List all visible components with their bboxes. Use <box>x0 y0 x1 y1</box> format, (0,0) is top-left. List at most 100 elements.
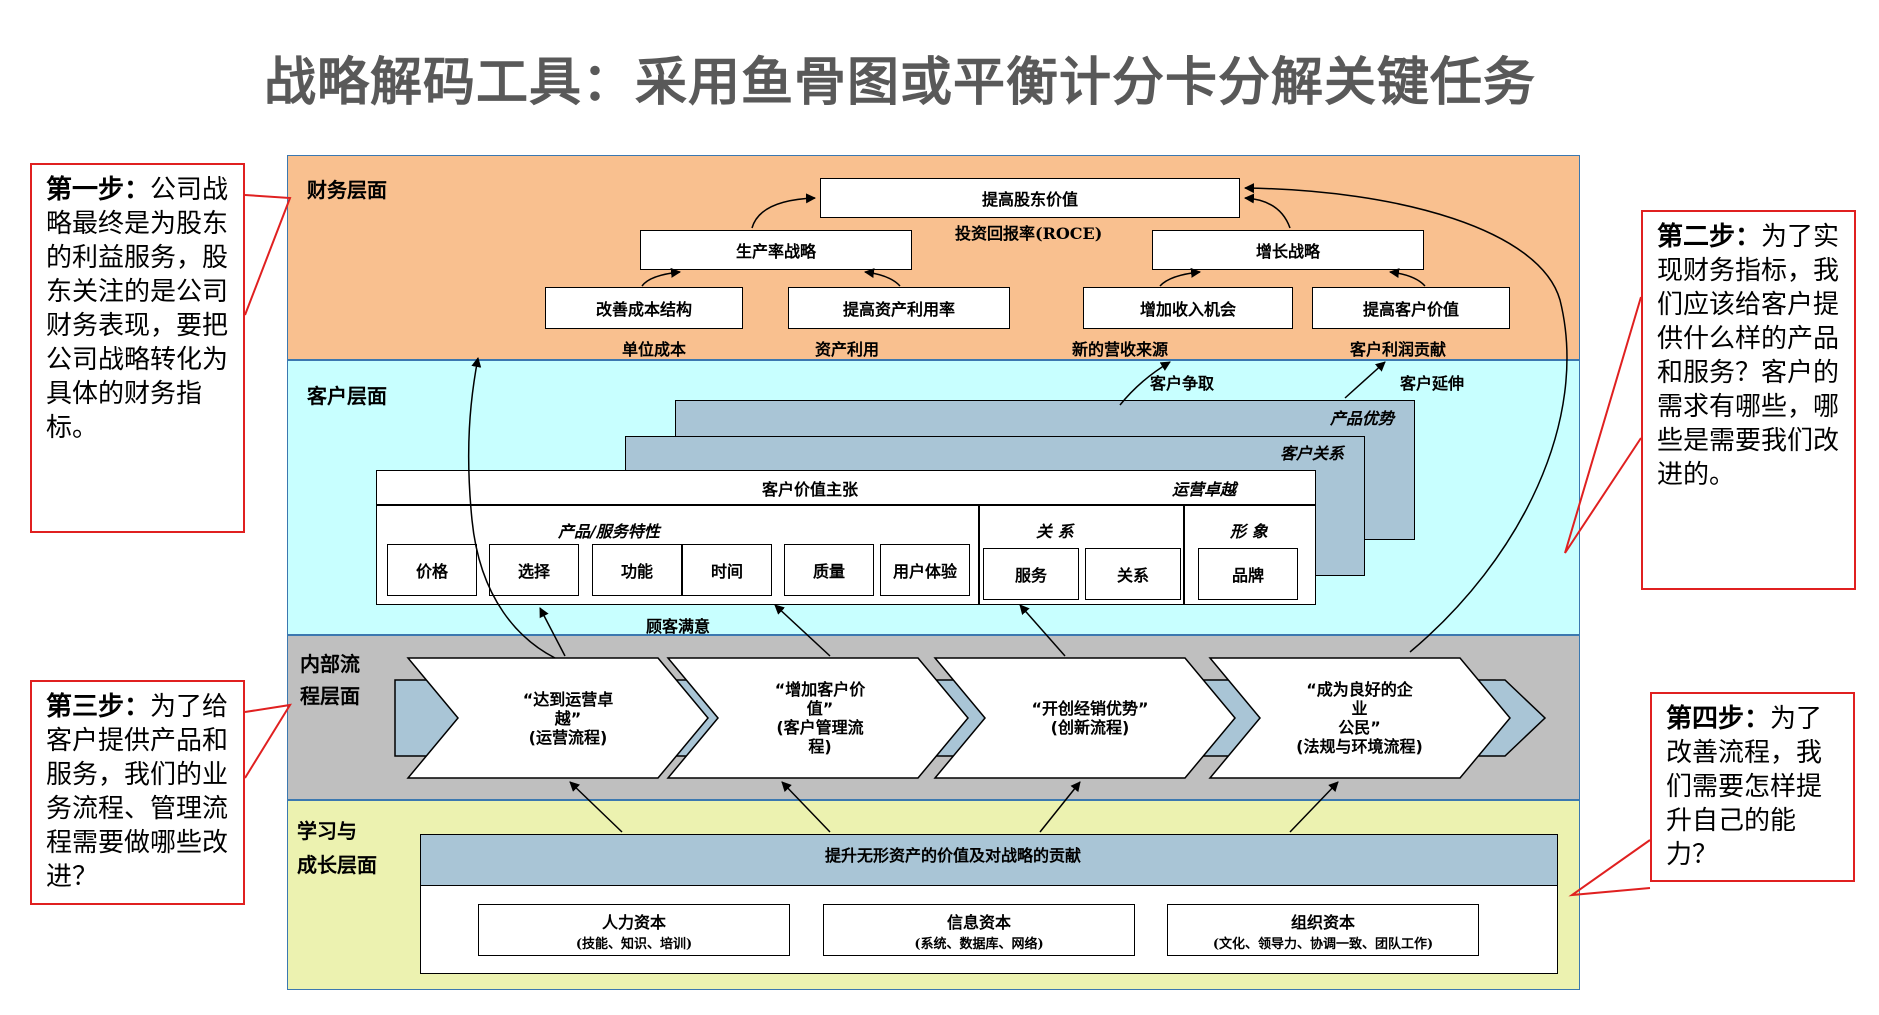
arrow-ch1-to-choice <box>539 607 566 657</box>
ch2-line3: (客户管理流 <box>776 718 864 737</box>
step4-head: 第四步： <box>1666 704 1771 734</box>
step1-text: 公司战略最终是为股东的利益服务，股东关注的是公司财务表现，要把公司战略转化为具体… <box>46 175 229 443</box>
profit-label: 客户利润贡献 <box>1350 340 1447 359</box>
chevron-4-caption: “成为良好的企 业 公民” (法规与环境流程) <box>1262 668 1457 768</box>
arrow-ch3-to-service <box>1019 604 1066 657</box>
step1-note: 第一步：公司战略最终是为股东的利益服务，股东关注的是公司财务表现，要把公司战略转… <box>30 163 245 533</box>
extend-label: 客户延伸 <box>1400 374 1465 393</box>
cust-value-box: 提高客户价值 <box>1312 287 1510 329</box>
revenue-box: 增加收入机会 <box>1083 287 1293 329</box>
arrow-prod-to-goal <box>751 193 816 229</box>
relation-label: 关 系 <box>1036 522 1074 541</box>
attr-choice: 选择 <box>489 544 579 596</box>
ch2-line4: 程) <box>808 737 832 756</box>
arrow-asset-to-prod <box>864 268 901 287</box>
learning-layer-label-2: 成长层面 <box>297 853 377 877</box>
attr-price: 价格 <box>387 544 477 596</box>
chevron-1 <box>406 657 709 779</box>
acquire-label: 客户争取 <box>1150 374 1215 393</box>
arrow-learn-to-ch2 <box>781 781 831 833</box>
note1-pointer <box>244 194 292 316</box>
arrow-citizen-to-finance <box>1244 183 1568 653</box>
value-prop-vline-1 <box>978 504 980 605</box>
ch1-line2: 越” <box>554 708 582 728</box>
step3-text: 为了给客户提供产品和服务，我们的业务流程、管理流程需要做哪些改进？ <box>46 692 229 892</box>
info-capital-box: 信息资本 (系统、数据库、网络) <box>823 904 1135 956</box>
step3-note: 第三步：为了给客户提供产品和服务，我们的业务流程、管理流程需要做哪些改进？ <box>30 680 245 905</box>
arrow-growth-to-goal <box>1244 193 1291 229</box>
chevron-1-caption: “达到运营卓 越” (运营流程) <box>478 668 658 768</box>
attr-service: 服务 <box>983 548 1079 600</box>
human-capital-box: 人力资本 (技能、知识、培训) <box>478 904 790 956</box>
value-prop-title: 客户价值主张 <box>762 480 859 499</box>
arrow-cv-to-growth <box>1389 268 1426 287</box>
productivity-box: 生产率战略 <box>640 230 912 270</box>
arrow-opex-to-finance <box>467 357 556 659</box>
org-capital-detail: (文化、领导力、协调一致、团队工作) <box>1212 936 1434 952</box>
attr-ux: 用户体验 <box>880 544 970 596</box>
product-lead-label: 产品优势 <box>1330 409 1395 428</box>
internal-layer-label-2: 程层面 <box>300 684 360 708</box>
page-title: 战略解码工具：采用鱼骨图或平衡计分卡分解关键任务 <box>263 53 1536 113</box>
attr-function: 功能 <box>592 544 682 596</box>
human-capital-detail: (技能、知识、培训) <box>575 936 693 952</box>
step1-head: 第一步： <box>46 175 151 205</box>
ch4-line1: “成为良好的企 <box>1306 680 1413 699</box>
ch4-line2: 业 <box>1351 699 1368 718</box>
chevron-4 <box>1208 657 1511 779</box>
chevron-3 <box>933 657 1236 779</box>
op-excel-label: 运营卓越 <box>1172 480 1237 499</box>
human-capital-name: 人力资本 <box>601 912 666 932</box>
growth-box: 增长战略 <box>1152 230 1424 270</box>
arrow-learn-to-ch4 <box>1289 781 1339 833</box>
note2-pointer <box>1564 296 1642 554</box>
arrow-ch2-to-quality <box>774 604 831 657</box>
cost-box: 改善成本结构 <box>545 287 743 329</box>
arrow-extend <box>1344 361 1386 399</box>
roce-label: 投资回报率(ROCE) <box>955 224 1103 243</box>
step2-head: 第二步： <box>1657 222 1762 252</box>
arrow-acquire <box>1119 361 1171 406</box>
asset-use-label: 资产利用 <box>815 340 880 359</box>
new-revenue-label: 新的营收来源 <box>1072 340 1169 359</box>
attr-time: 时间 <box>682 544 772 596</box>
arrow-learn-to-ch1 <box>569 781 623 833</box>
step2-note: 第二步：为了实现财务指标，我们应该给客户提供什么样的产品和服务？客户的需求有哪些… <box>1641 210 1856 590</box>
chevron-3-caption: “开创经销优势” (创新流程) <box>995 668 1185 768</box>
info-capital-detail: (系统、数据库、网络) <box>914 936 1044 952</box>
value-prop-vline-2 <box>1183 504 1185 605</box>
arrow-cost-to-prod <box>641 267 681 287</box>
arrow-rev-to-growth <box>1159 267 1201 287</box>
ch2-line2: 值” <box>806 699 834 718</box>
learning-bar <box>420 834 1558 886</box>
step2-text: 为了实现财务指标，我们应该给客户提供什么样的产品和服务？客户的需求有哪些，哪些是… <box>1657 222 1840 490</box>
arrow-learn-to-ch3 <box>1039 781 1081 833</box>
chevron-2-caption: “增加客户价 值” (客户管理流 程) <box>730 668 910 768</box>
attr-brand: 品牌 <box>1198 548 1298 600</box>
asset-box: 提高资产利用率 <box>788 287 1010 329</box>
cust-rel-label: 客户关系 <box>1280 444 1345 463</box>
image-label: 形 象 <box>1230 522 1268 541</box>
chevron-2 <box>666 657 969 779</box>
step3-head: 第三步： <box>46 692 151 722</box>
learning-layer-label-1: 学习与 <box>297 819 357 843</box>
ch3-line2: (创新流程) <box>1050 718 1130 737</box>
ch1-line1: “达到运营卓 <box>522 689 614 709</box>
finance-layer-label: 财务层面 <box>307 178 387 202</box>
step4-note: 第四步：为了改善流程，我们需要怎样提升自己的能力？ <box>1650 692 1855 882</box>
attr-relation: 关系 <box>1085 548 1181 600</box>
learning-bar-text: 提升无形资产的价值及对战略的贡献 <box>825 846 1082 865</box>
satisfaction-label: 顾客满意 <box>646 617 711 636</box>
internal-layer-label-1: 内部流 <box>300 652 360 676</box>
customer-layer-label: 客户层面 <box>307 384 387 408</box>
org-capital-name: 组织资本 <box>1290 912 1355 932</box>
ch3-line1: “开创经销优势” <box>1031 699 1149 718</box>
ch4-line4: (法规与环境流程) <box>1296 737 1423 756</box>
top-goal-box: 提高股东价值 <box>820 178 1240 218</box>
prod-attr-label: 产品/服务特性 <box>558 522 660 541</box>
note3-pointer <box>244 703 292 779</box>
ch4-line3: 公民” <box>1338 718 1381 737</box>
org-capital-box: 组织资本 (文化、领导力、协调一致、团队工作) <box>1167 904 1479 956</box>
step4-text: 为了改善流程，我们需要怎样提升自己的能力？ <box>1666 704 1823 870</box>
